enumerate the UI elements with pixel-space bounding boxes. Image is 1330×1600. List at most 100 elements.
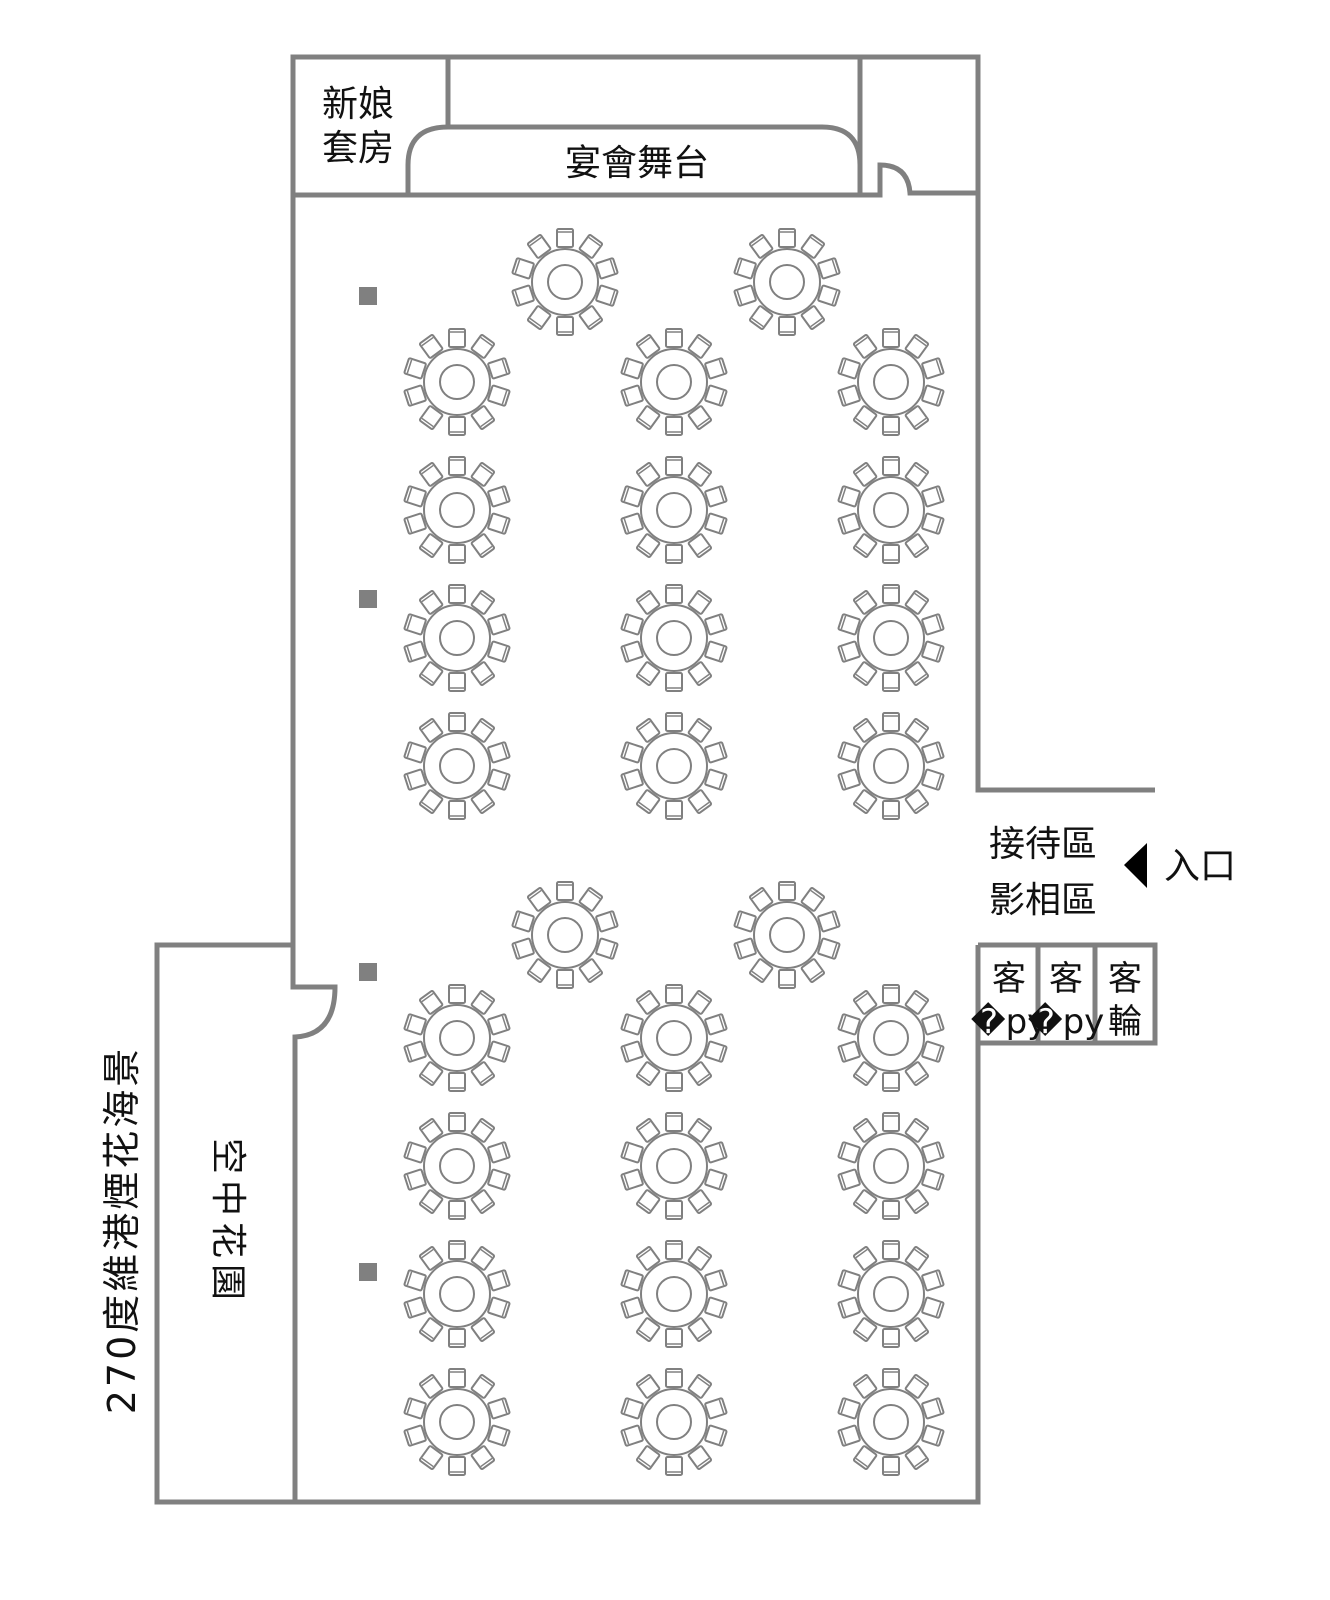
chair <box>635 718 661 743</box>
chair <box>403 613 427 636</box>
table-top <box>640 1260 708 1328</box>
chair <box>487 1040 511 1063</box>
lazy-susan <box>873 1148 909 1184</box>
table-top <box>640 476 708 544</box>
chair <box>687 405 713 430</box>
hall-top-wall <box>293 162 978 198</box>
lazy-susan <box>656 1276 692 1312</box>
chair <box>403 768 427 791</box>
chair <box>904 533 930 558</box>
chair <box>904 1374 930 1399</box>
chair <box>418 405 444 430</box>
luggage-label-1: 客 <box>992 959 1026 999</box>
harbour-view-label: 270度維港煙花海景 <box>100 1046 144 1415</box>
chair <box>403 357 427 380</box>
table-top <box>857 476 925 544</box>
round-table <box>837 1368 945 1476</box>
chair <box>665 584 683 604</box>
chair <box>635 334 661 359</box>
chair <box>817 257 841 280</box>
chair <box>635 1189 661 1214</box>
chair <box>800 887 826 912</box>
lazy-susan <box>656 1020 692 1056</box>
chair <box>595 284 619 307</box>
chair <box>704 768 728 791</box>
chair <box>904 1445 930 1470</box>
chair <box>595 910 619 933</box>
chair <box>470 462 496 487</box>
chair <box>837 485 861 508</box>
luggage-boxes <box>978 942 1158 1046</box>
chair <box>418 1246 444 1271</box>
chair <box>403 485 427 508</box>
round-table <box>620 1112 728 1220</box>
chair <box>448 984 466 1004</box>
walls <box>154 54 1158 1505</box>
lazy-susan <box>656 1404 692 1440</box>
chair <box>921 1168 945 1191</box>
chair <box>487 512 511 535</box>
chair <box>487 613 511 636</box>
chair <box>526 234 552 259</box>
chair <box>687 533 713 558</box>
chair <box>665 328 683 348</box>
chair <box>526 958 552 983</box>
photo-area-label: 影相區 <box>989 880 1097 921</box>
chair <box>620 613 644 636</box>
chair <box>448 328 466 348</box>
garden-wall <box>154 942 293 1505</box>
chair <box>487 741 511 764</box>
chair <box>687 1317 713 1342</box>
chair <box>403 1424 427 1447</box>
chair <box>403 1269 427 1292</box>
chair <box>882 456 900 476</box>
table-top <box>857 1260 925 1328</box>
round-table <box>403 984 511 1092</box>
stage-label: 宴會舞台 <box>565 143 709 184</box>
chair <box>403 1296 427 1319</box>
chair <box>704 1168 728 1191</box>
chair <box>418 1118 444 1143</box>
luggage-label-3: 客 <box>1108 959 1142 999</box>
chair <box>635 462 661 487</box>
lazy-susan <box>439 620 475 656</box>
chair <box>620 1269 644 1292</box>
chair <box>852 1374 878 1399</box>
table-top <box>640 604 708 672</box>
chair <box>904 990 930 1015</box>
chair <box>487 384 511 407</box>
chair <box>837 1040 861 1063</box>
chair <box>852 590 878 615</box>
chair <box>487 485 511 508</box>
chair <box>921 613 945 636</box>
chair <box>852 718 878 743</box>
chair <box>448 416 466 436</box>
chair <box>665 456 683 476</box>
chair <box>595 937 619 960</box>
chair <box>511 937 535 960</box>
chair <box>704 741 728 764</box>
entrance-arrow-icon <box>1124 843 1147 888</box>
chair <box>837 768 861 791</box>
round-table <box>620 584 728 692</box>
chair <box>665 1328 683 1348</box>
chair <box>904 1189 930 1214</box>
chair <box>882 800 900 820</box>
round-table <box>403 712 511 820</box>
pillar <box>359 963 377 981</box>
round-table <box>733 228 841 336</box>
table-top <box>640 1132 708 1200</box>
chair <box>704 384 728 407</box>
chair <box>921 485 945 508</box>
chair <box>748 305 774 330</box>
chair <box>526 305 552 330</box>
table-top <box>531 901 599 969</box>
chair <box>635 1246 661 1271</box>
chair <box>418 334 444 359</box>
chair <box>620 1397 644 1420</box>
round-table <box>837 1112 945 1220</box>
chair <box>852 405 878 430</box>
chair <box>882 1112 900 1132</box>
chair <box>882 1072 900 1092</box>
chair <box>418 661 444 686</box>
